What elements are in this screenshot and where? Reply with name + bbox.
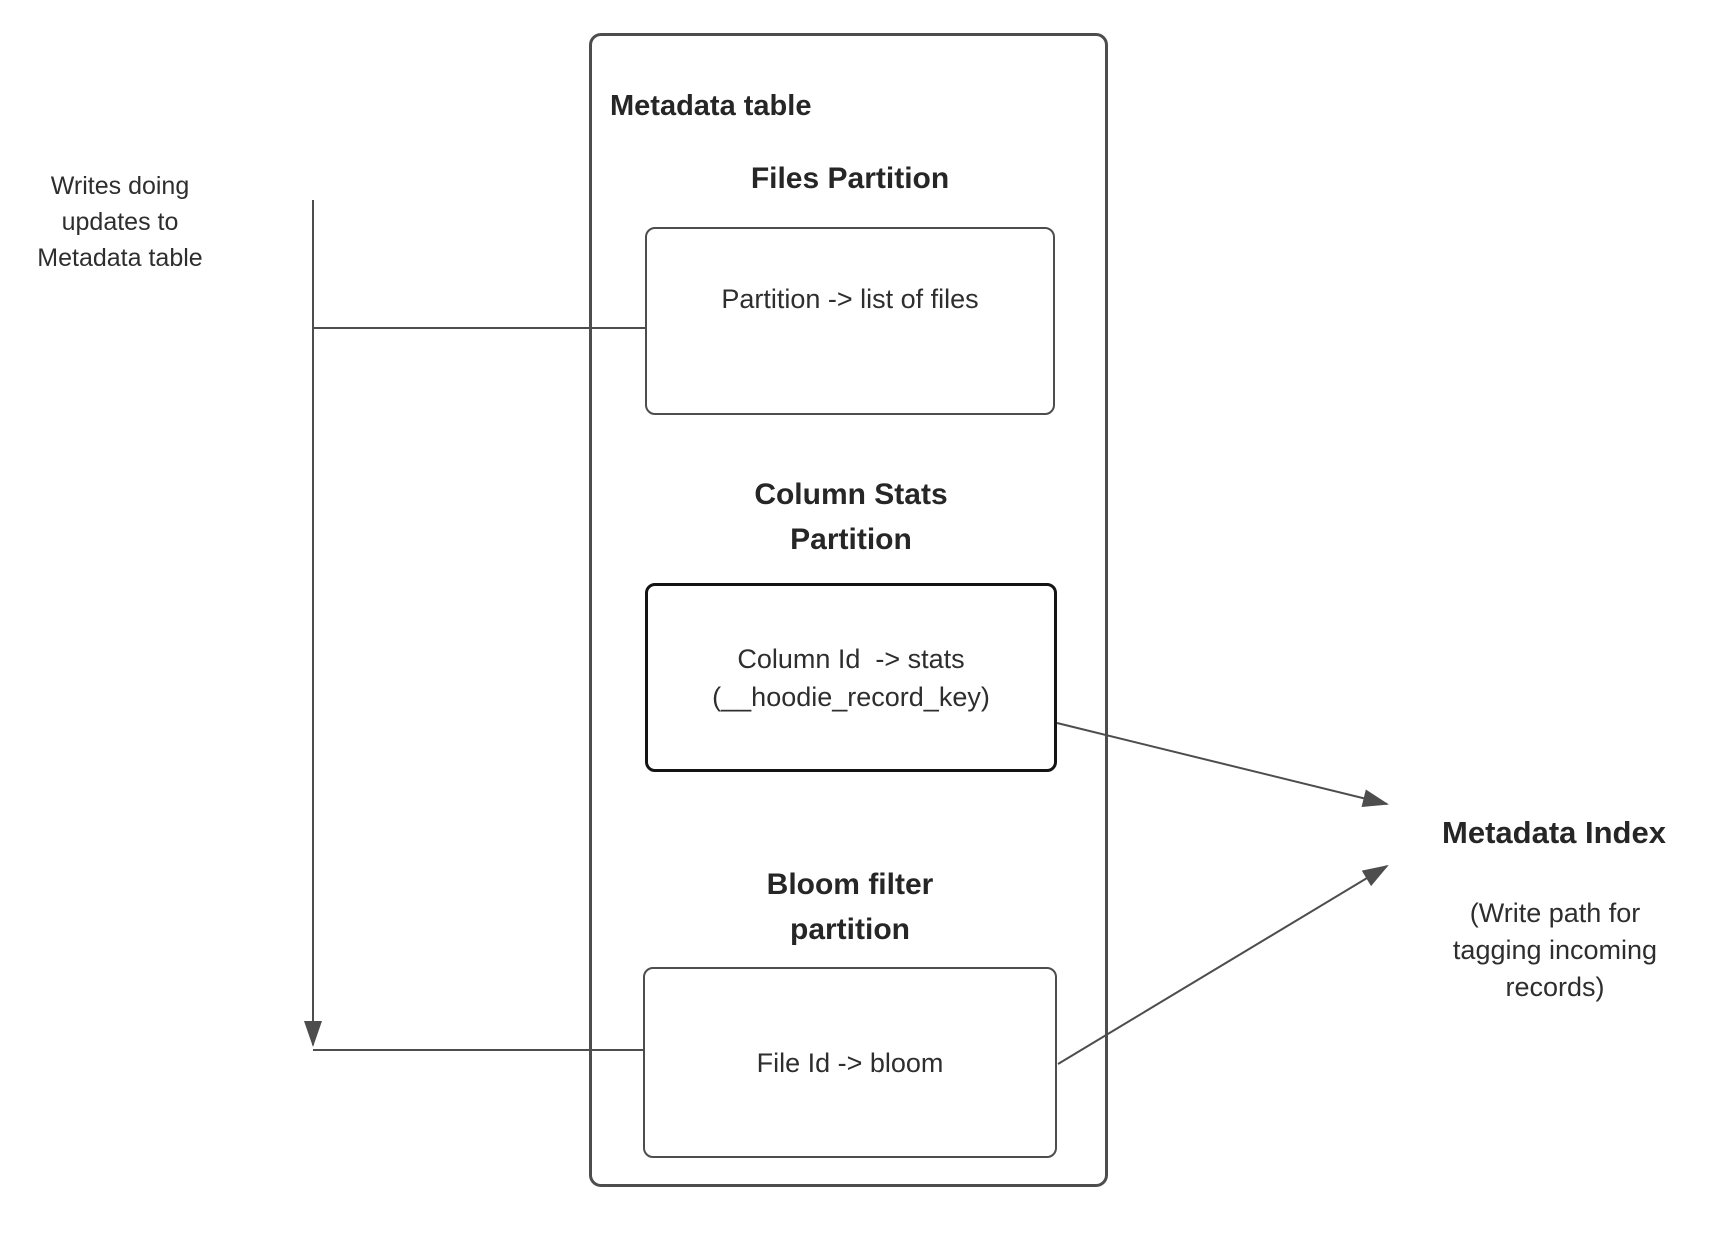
column-stats-box-line-1: Column Id -> stats xyxy=(737,643,965,674)
files-partition-box-text: Partition -> list of files xyxy=(721,284,979,314)
column-stats-partition-heading: Column Stats Partition xyxy=(645,472,1057,562)
bloom-filter-partition-box: File Id -> bloom xyxy=(643,967,1057,1158)
column-stats-heading-line-1: Column Stats xyxy=(754,478,948,511)
writes-note: Writes doing updates to Metadata table xyxy=(25,168,215,276)
metadata-index-caption-line-3: records) xyxy=(1505,972,1605,1002)
column-stats-heading-line-2: Partition xyxy=(790,523,912,556)
bloom-filter-heading-line-1: Bloom filter xyxy=(766,868,934,901)
bloom-filter-partition-heading: Bloom filter partition xyxy=(643,862,1057,952)
column-stats-partition-box: Column Id -> stats (__hoodie_record_key) xyxy=(645,583,1057,772)
files-partition-box: Partition -> list of files xyxy=(645,227,1055,415)
writes-note-line-1: Writes doing xyxy=(50,172,190,200)
bloom-filter-box-text: File Id -> bloom xyxy=(756,1047,944,1078)
metadata-table-title: Metadata table xyxy=(610,90,812,122)
writes-note-line-2: updates to xyxy=(61,208,179,236)
metadata-index-title: Metadata Index xyxy=(1442,815,1666,850)
metadata-index-caption: (Write path for tagging incoming records… xyxy=(1420,895,1690,1006)
column-stats-box-line-2: (__hoodie_record_key) xyxy=(712,681,990,712)
metadata-index-caption-line-2: tagging incoming xyxy=(1452,935,1658,965)
writes-note-line-3: Metadata table xyxy=(37,244,203,272)
files-partition-heading: Files Partition xyxy=(750,162,950,195)
bloom-filter-heading-line-2: partition xyxy=(790,913,910,946)
metadata-table-container xyxy=(589,33,1108,1187)
metadata-index-caption-line-1: (Write path for xyxy=(1469,898,1641,928)
